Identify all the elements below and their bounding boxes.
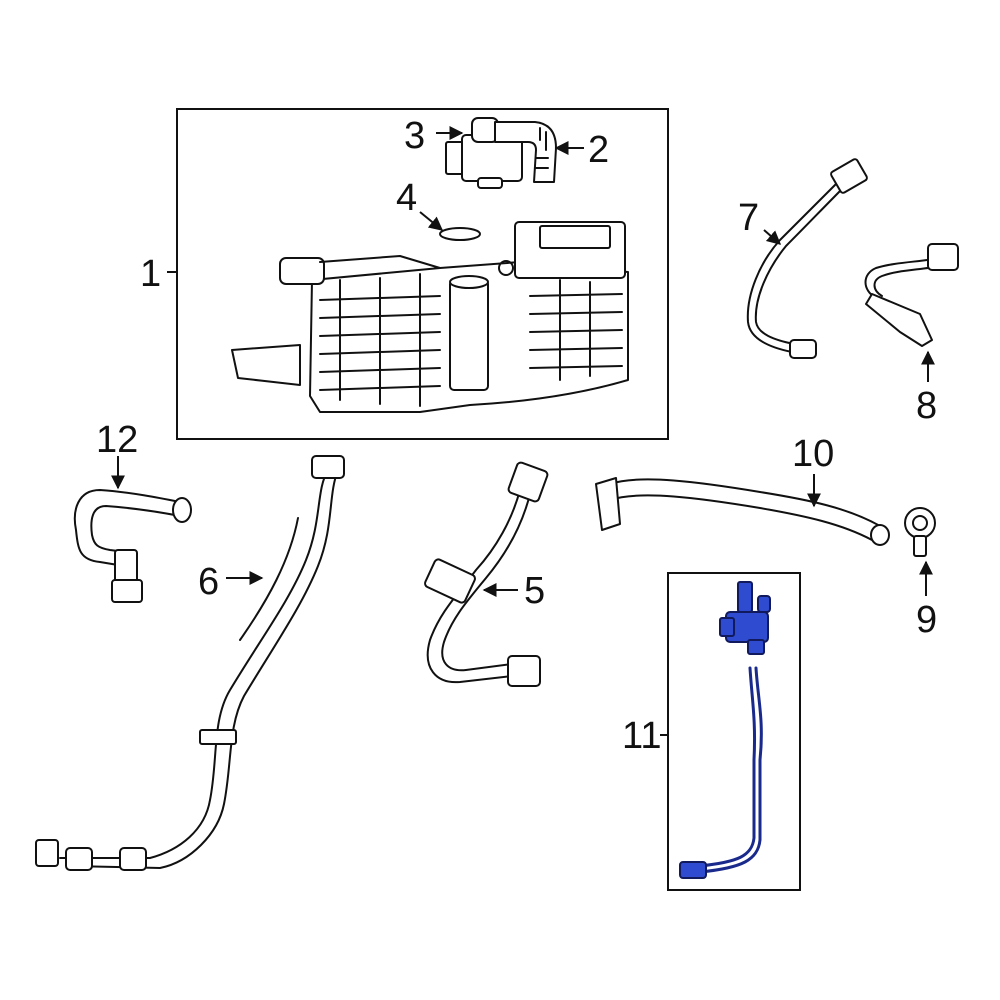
callout-10: 10 <box>792 433 834 475</box>
callout-11: 11 <box>622 715 661 757</box>
part-11-group-box <box>667 572 801 891</box>
part-7-sensor[interactable] <box>746 158 868 359</box>
canister-group-box <box>176 108 669 440</box>
part-10-hose[interactable] <box>595 477 890 546</box>
callout-4: 4 <box>396 177 417 219</box>
callout-1: 1 <box>140 253 161 295</box>
leader-4 <box>419 211 444 231</box>
callout-3: 3 <box>404 115 425 157</box>
part-11-valve-line[interactable] <box>679 581 771 879</box>
callout-6: 6 <box>198 561 219 603</box>
part-6-harness[interactable] <box>35 455 345 871</box>
part-4-o-ring[interactable] <box>439 227 481 241</box>
part-3-valve[interactable] <box>445 117 523 189</box>
callout-12: 12 <box>96 419 138 461</box>
callout-8: 8 <box>916 385 937 427</box>
callout-5: 5 <box>524 570 545 612</box>
part-2-hose[interactable] <box>494 121 557 183</box>
callout-7: 7 <box>738 197 759 239</box>
leader-7 <box>763 229 782 245</box>
part-9-clip[interactable] <box>904 507 936 557</box>
part-8-sensor[interactable] <box>864 243 959 347</box>
callout-2: 2 <box>588 129 609 171</box>
part-5-harness[interactable] <box>424 461 549 687</box>
part-12-hose[interactable] <box>73 489 192 603</box>
callout-9: 9 <box>916 599 937 641</box>
part-1-canister[interactable] <box>231 221 629 413</box>
